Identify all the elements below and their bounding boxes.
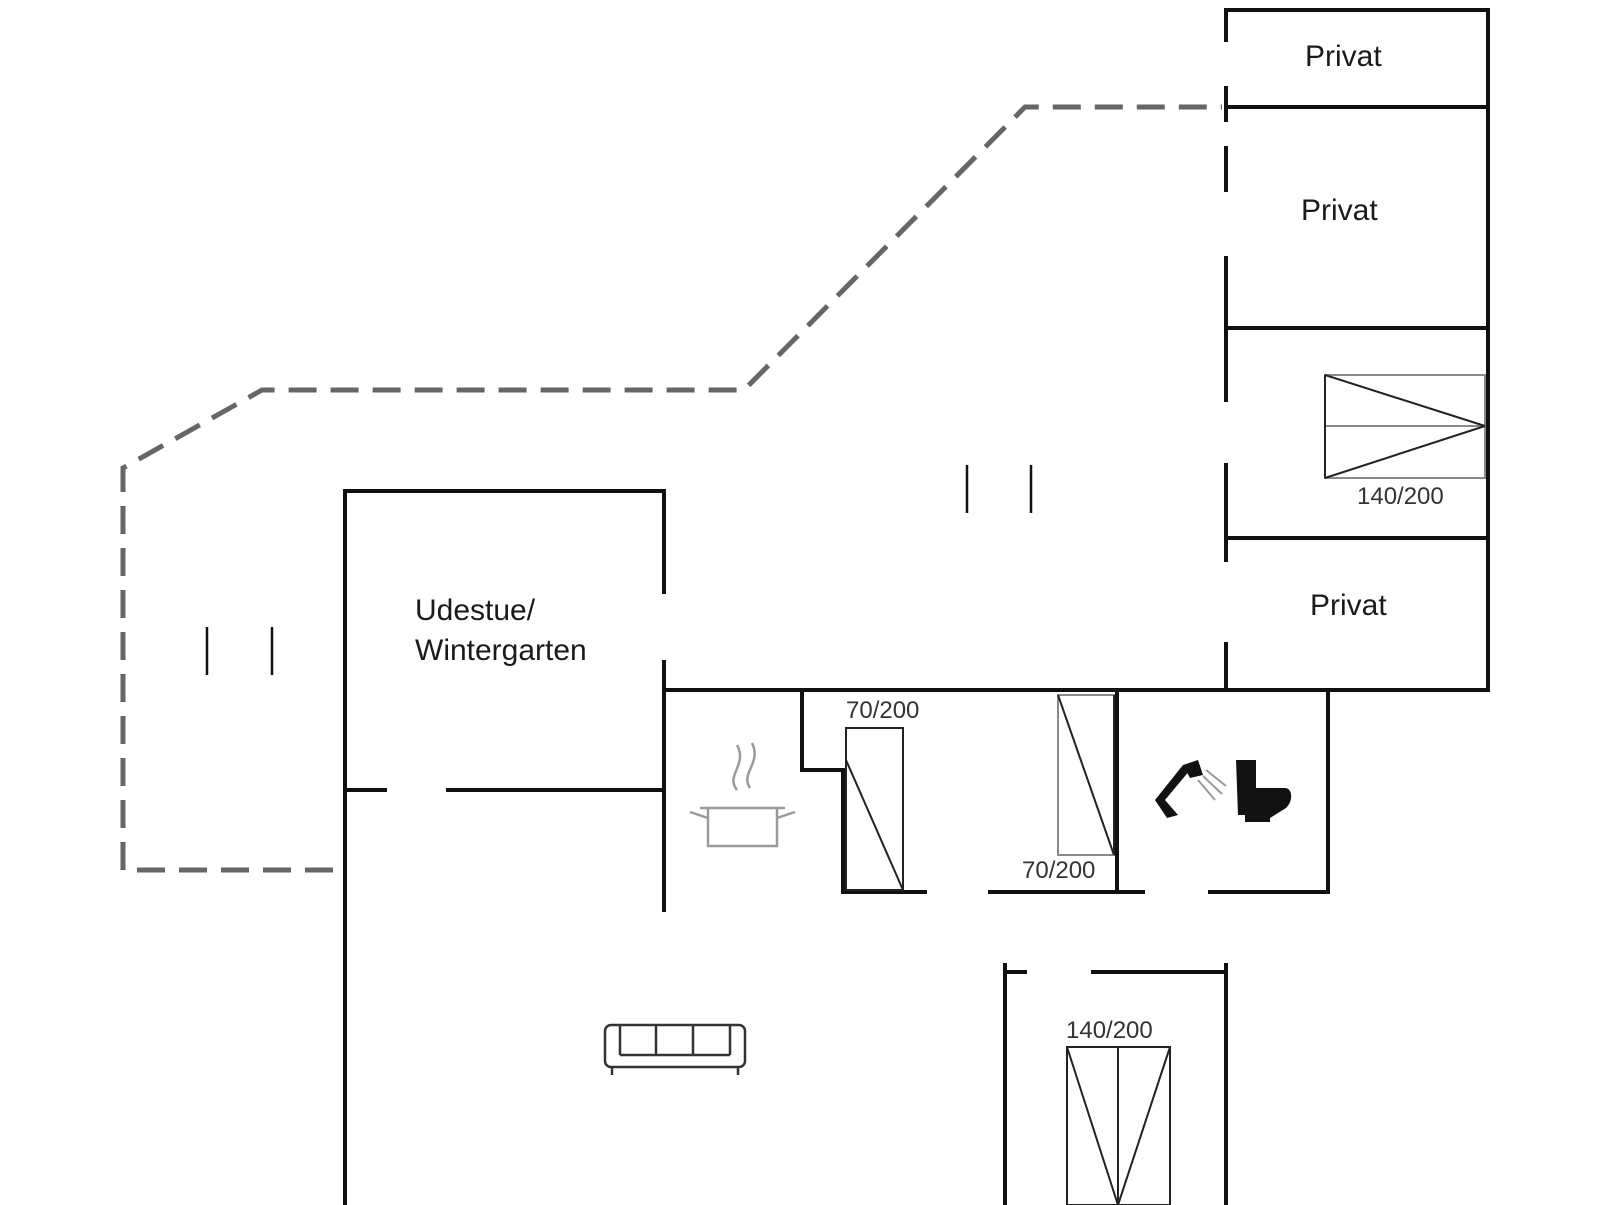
bed-double-upper bbox=[1324, 374, 1486, 479]
toilet-icon bbox=[1236, 760, 1292, 822]
terrace-ticks-left bbox=[205, 627, 274, 675]
bed-size-upper-double: 140/200 bbox=[1357, 483, 1444, 510]
bed-size-single-left: 70/200 bbox=[846, 697, 919, 724]
house-walls bbox=[662, 688, 1330, 1205]
private-wing-walls bbox=[1224, 8, 1490, 692]
bed-single-right bbox=[1057, 694, 1115, 856]
bed-size-bottom-double: 140/200 bbox=[1066, 1017, 1153, 1044]
bed-size-single-right: 70/200 bbox=[1022, 857, 1095, 884]
sunroom-walls bbox=[343, 489, 666, 1205]
room-label-privat-top: Privat bbox=[1305, 40, 1382, 73]
terrace-ticks-center bbox=[965, 465, 1033, 513]
terrace-outline bbox=[120, 104, 1222, 873]
room-label-sunroom-line2: Wintergarten bbox=[415, 634, 587, 667]
bed-double-bottom bbox=[1066, 1046, 1171, 1205]
bed-single-left bbox=[845, 727, 904, 891]
cooking-pot-icon bbox=[689, 742, 796, 848]
sofa-icon bbox=[603, 1023, 747, 1075]
shower-icon bbox=[1155, 760, 1227, 818]
room-label-privat-middle: Privat bbox=[1301, 194, 1378, 227]
room-label-privat-bottom: Privat bbox=[1310, 589, 1387, 622]
room-label-sunroom-line1: Udestue/ bbox=[415, 594, 536, 627]
